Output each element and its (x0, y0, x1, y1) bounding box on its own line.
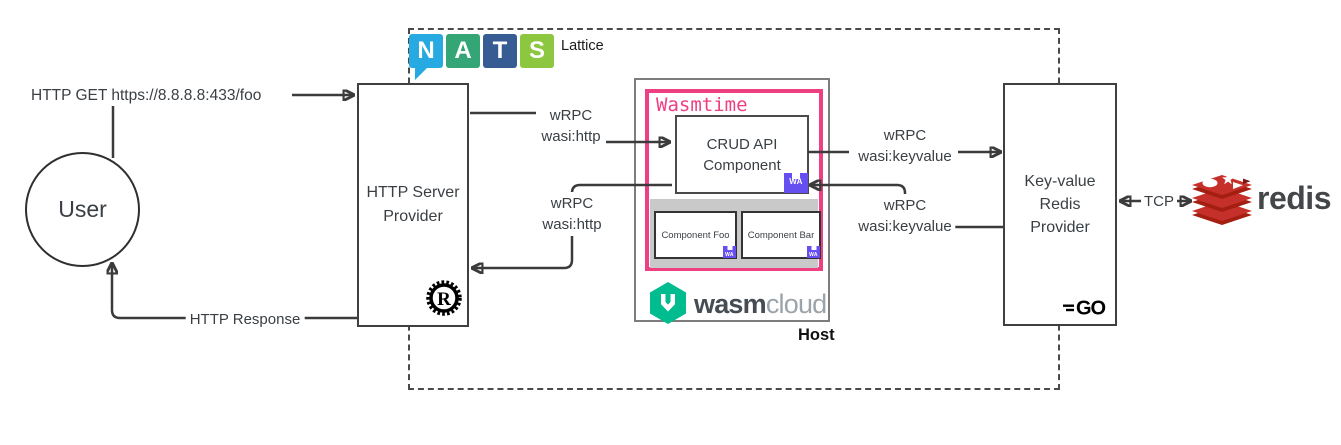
edge-label-wrpc-http-request: wRPC wasi:http (537, 104, 605, 148)
wasmtime-label: Wasmtime (656, 94, 748, 116)
wasmcloud-wordmark: wasmcloud (694, 288, 827, 319)
rust-logo-icon: R (426, 280, 462, 316)
crud-api-component-label: CRUD API Component (703, 135, 781, 174)
nats-letter: N (417, 37, 435, 64)
edge-label-wrpc-keyvalue-request: wRPC wasi:keyvalue (854, 124, 956, 168)
webassembly-notch (811, 246, 816, 250)
nats-letter: A (454, 37, 472, 64)
redis-wordmark: redis (1257, 180, 1331, 216)
user-node: User (25, 152, 140, 267)
component-foo-label: Component Foo (661, 229, 730, 241)
nats-tile-a: A (446, 34, 480, 68)
edge-label-tcp: TCP (1141, 192, 1177, 211)
webassembly-notch (792, 173, 800, 179)
nats-tile-s: S (520, 34, 554, 68)
nats-letter: S (528, 37, 545, 64)
nats-tile-n: N (409, 34, 443, 80)
lattice-label: Lattice (561, 38, 604, 54)
component-bar-node: Component Bar WA (741, 211, 821, 259)
edge-label-http-response: HTTP Response (185, 308, 305, 331)
keyvalue-redis-provider-label: Key-value Redis Provider (1024, 173, 1096, 236)
edge-label-wrpc-keyvalue-response: wRPC wasi:keyvalue (854, 194, 956, 238)
nats-tile-t: T (483, 34, 517, 68)
edge-http-response (112, 264, 357, 320)
nats-letter: T (492, 37, 508, 64)
host-label: Host (798, 326, 835, 344)
wasmtime-runtime-node: Wasmtime CRUD API Component WA Component… (645, 89, 823, 271)
edge-label-http-get: HTTP GET https://8.8.8.8:433/foo (31, 87, 262, 104)
user-label: User (58, 196, 107, 222)
nats-speech-tail (415, 67, 428, 80)
component-foo-node: Component Foo WA (654, 211, 737, 259)
webassembly-icon: WA (723, 246, 736, 258)
http-server-provider-node: HTTP Server Provider R (357, 83, 469, 327)
http-server-provider-label: HTTP Server Provider (366, 184, 460, 225)
wasmcloud-hexagon-icon (650, 282, 686, 324)
nats-logo: N A T S Lattice (409, 34, 604, 80)
webassembly-notch (727, 246, 732, 250)
wasmcloud-host-node: Wasmtime CRUD API Component WA Component… (634, 78, 830, 325)
redis-icon (1192, 173, 1252, 225)
webassembly-icon: WA (807, 246, 820, 258)
wasmcloud-logo: wasmcloud (649, 281, 827, 325)
webassembly-icon: WA (784, 173, 808, 193)
go-logo-icon: GO (1063, 298, 1107, 319)
svg-text:GO: GO (1076, 298, 1106, 319)
component-tray: Component Foo WA Component Bar WA (650, 199, 821, 268)
crud-api-component-node: CRUD API Component WA (675, 115, 809, 194)
keyvalue-redis-provider-node: Key-value Redis Provider GO (1003, 83, 1117, 326)
edge-label-wrpc-http-response: wRPC wasi:http (538, 192, 606, 236)
svg-text:R: R (437, 289, 451, 310)
component-bar-label: Component Bar (747, 229, 815, 241)
